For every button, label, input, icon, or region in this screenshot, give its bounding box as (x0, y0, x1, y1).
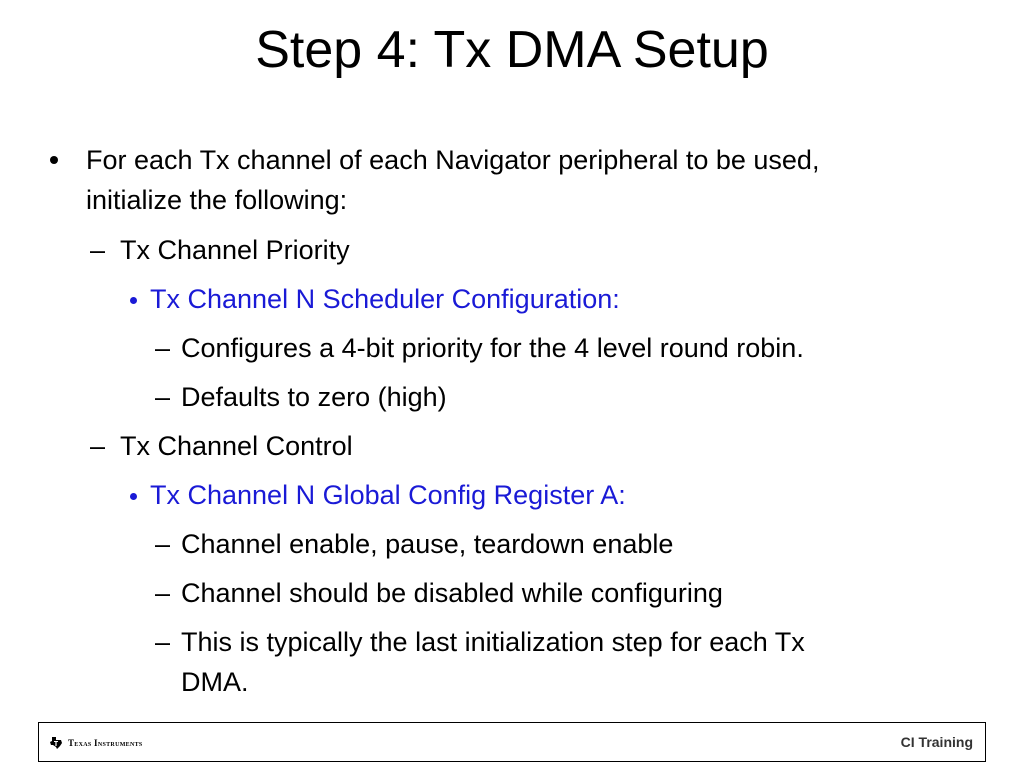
texas-state-icon (50, 737, 62, 749)
bullet-text-line2: initialize the following: (86, 185, 348, 215)
ci-training-label: CI Training (900, 734, 973, 750)
detail-item: This is typically the last initializatio… (181, 627, 805, 657)
register-label: Tx Channel N Scheduler Configuration: (150, 284, 620, 314)
sub-item-label: Tx Channel Control (120, 431, 353, 461)
detail-item: Configures a 4-bit priority for the 4 le… (181, 333, 804, 363)
dash-marker: – (155, 333, 171, 363)
dash-marker: – (90, 235, 106, 265)
detail-item: Channel should be disabled while configu… (181, 578, 723, 608)
slide-title: Step 4: Tx DMA Setup (255, 21, 769, 79)
sub-item-label: Tx Channel Priority (120, 235, 350, 265)
ti-logo: Texas Instruments (49, 735, 143, 751)
register-bullet (130, 493, 137, 500)
slide-content: For each Tx channel of each Navigator pe… (50, 145, 820, 697)
dash-marker: – (155, 627, 171, 657)
dash-marker: – (90, 431, 106, 461)
register-label: Tx Channel N Global Config Register A: (150, 480, 626, 510)
dash-marker: – (155, 529, 171, 559)
detail-item: Channel enable, pause, teardown enable (181, 529, 674, 559)
bullet-text-line1: For each Tx channel of each Navigator pe… (86, 145, 820, 175)
detail-item-continuation: DMA. (181, 667, 249, 697)
ti-logo-text: Texas Instruments (68, 738, 143, 748)
slide-footer: Texas Instruments CI Training (38, 722, 986, 762)
detail-item: Defaults to zero (high) (181, 382, 447, 412)
register-bullet (130, 297, 137, 304)
dash-marker: – (155, 578, 171, 608)
dash-marker: – (155, 382, 171, 412)
level1-bullet (50, 156, 58, 164)
